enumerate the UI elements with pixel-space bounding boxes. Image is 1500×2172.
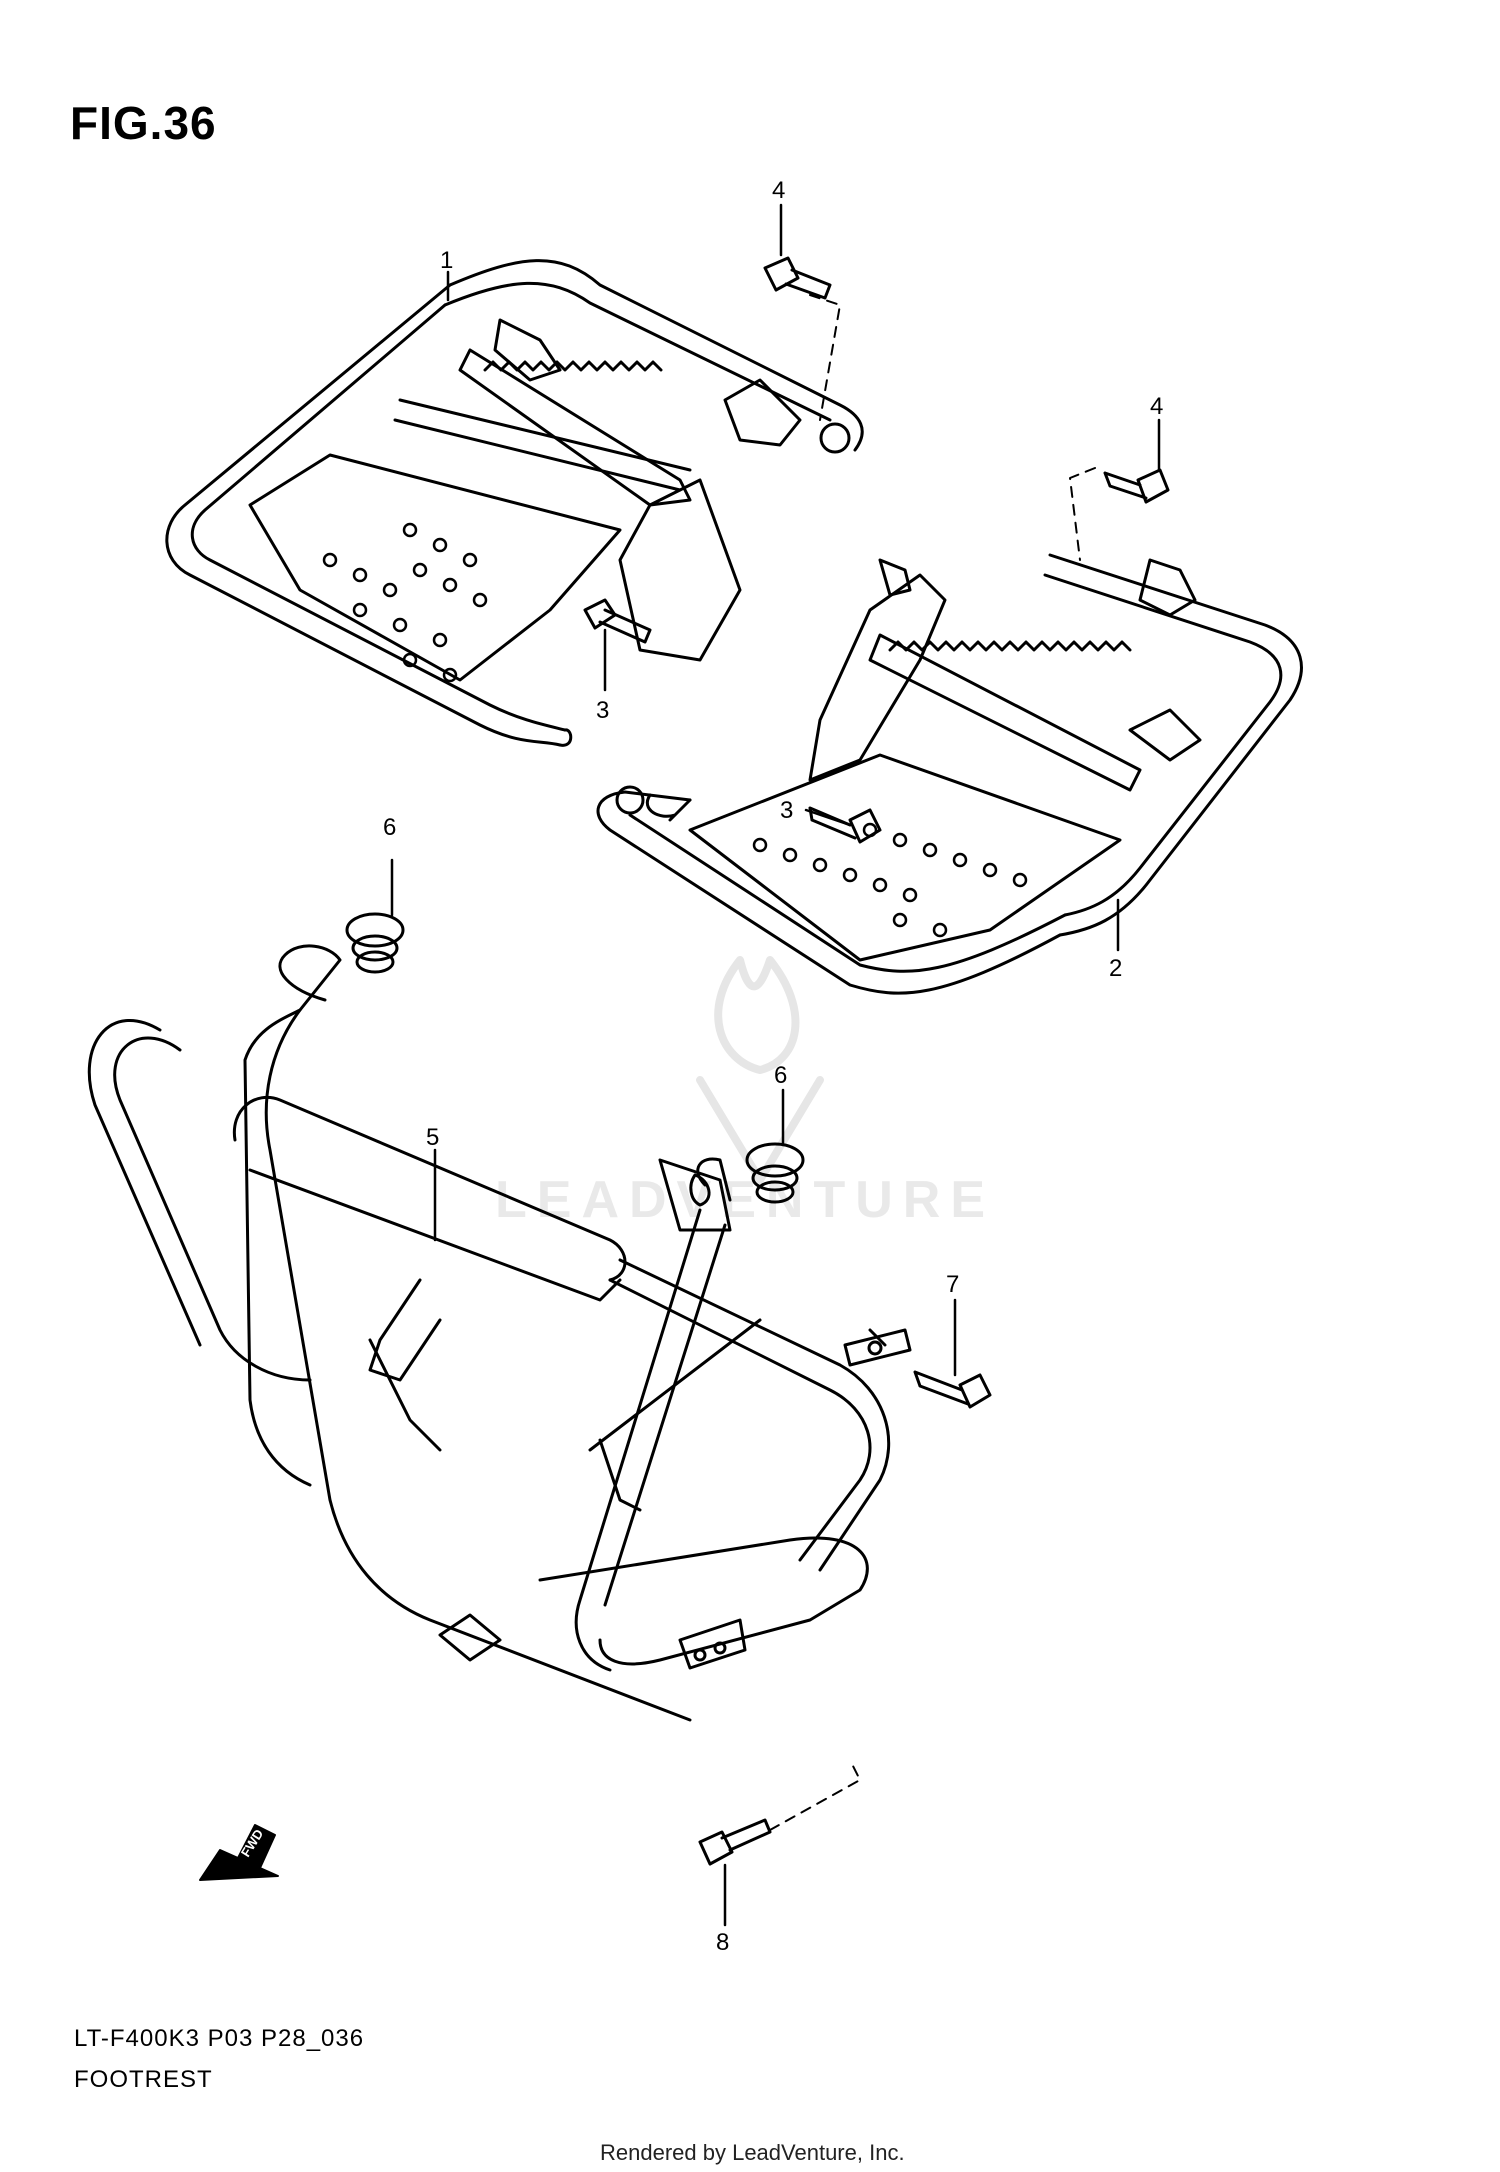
callout-6a: 6: [383, 814, 396, 841]
watermark-text: LEADVENTURE: [495, 1171, 996, 1229]
part-1-left-footrest: [165, 259, 864, 747]
section-name: FOOTREST: [74, 2066, 213, 2093]
part-7-bolt: [913, 1370, 992, 1409]
part-6-grommet-a: [345, 912, 405, 974]
part-2-floor-holes: [752, 822, 1028, 938]
part-6-grommet-b: [745, 1142, 805, 1204]
callout-4a: 4: [772, 177, 785, 204]
part-4-bolt-b: [1103, 468, 1170, 504]
part-1-floor-holes: [322, 522, 488, 683]
part-2-right-footrest: [596, 553, 1303, 995]
part-4-bolt-a: [763, 256, 832, 300]
callout-8: 8: [716, 1929, 729, 1956]
watermark-logo: [696, 956, 824, 1184]
figure-title: FIG.36: [70, 97, 217, 149]
callout-3b: 3: [780, 797, 793, 824]
callout-7: 7: [946, 1271, 959, 1298]
part-5-front-guard: [87, 944, 912, 1722]
part-8-bolt: [698, 1818, 772, 1866]
model-code: LT-F400K3 P03 P28_036: [74, 2025, 365, 2052]
callout-2: 2: [1109, 955, 1122, 982]
leader-lines: [390, 203, 1161, 1927]
rendered-by-credit: Rendered by LeadVenture, Inc.: [600, 2140, 905, 2165]
callout-6b: 6: [774, 1062, 787, 1089]
callout-1: 1: [440, 247, 453, 274]
part-3-bolt-a: [583, 598, 652, 644]
callout-5: 5: [426, 1124, 439, 1151]
callout-4b: 4: [1150, 393, 1163, 420]
callout-3a: 3: [596, 697, 609, 724]
callout-labels: 1 2 3 3 4 4 5 6 6 7 8: [383, 177, 1163, 1956]
fwd-direction-arrow: FWD: [199, 1824, 279, 1881]
alignment-dashed-lines: [769, 294, 1096, 1831]
